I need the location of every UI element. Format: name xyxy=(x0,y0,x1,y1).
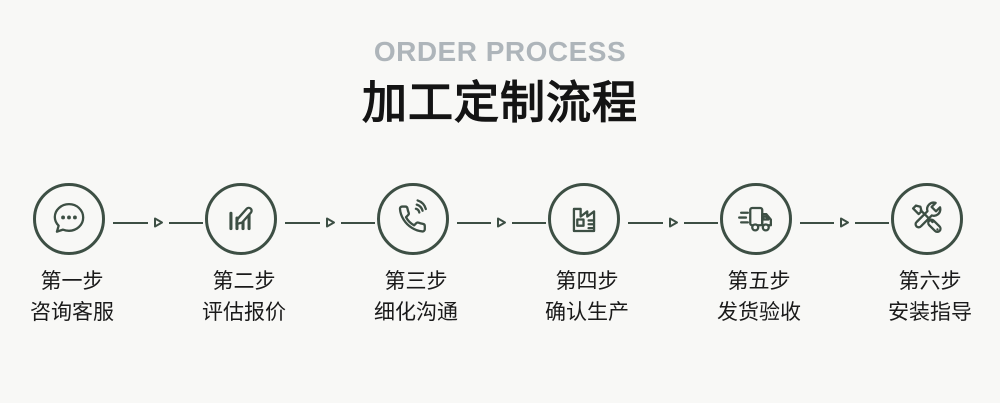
connector-line xyxy=(855,221,889,224)
connector-line xyxy=(457,221,491,224)
step-2-circle xyxy=(205,183,277,255)
tools-icon xyxy=(911,201,942,234)
arrow-right-icon xyxy=(153,217,163,228)
step-4-circle xyxy=(548,183,620,255)
step-1-number: 第一步 xyxy=(40,270,104,293)
page-title: 加工定制流程 xyxy=(361,77,638,128)
chat-bubble-icon xyxy=(53,202,85,233)
step-6-circle xyxy=(891,183,963,255)
step-6-text: 安装指导 xyxy=(888,301,972,324)
step-6-number: 第六步 xyxy=(898,270,962,293)
step-1-circle xyxy=(33,183,105,255)
phone-call-icon xyxy=(398,199,427,233)
connector-3 xyxy=(457,216,546,229)
chart-pencil-icon xyxy=(229,206,253,231)
step-3-label: 第三步 细化沟通 xyxy=(331,266,501,328)
arrow-right-icon xyxy=(497,217,506,228)
connector-line xyxy=(340,221,375,224)
step-6-label: 第六步 安装指导 xyxy=(845,266,1000,328)
connector-1 xyxy=(113,216,203,229)
step-2-number: 第二步 xyxy=(212,270,276,293)
step-1-text: 咨询客服 xyxy=(30,301,114,324)
step-2-label: 第二步 评估报价 xyxy=(159,266,329,328)
connector-line xyxy=(683,221,718,224)
arrow-right-icon xyxy=(325,217,335,228)
connector-line xyxy=(512,221,546,224)
connector-line xyxy=(800,221,834,224)
arrow-right-icon xyxy=(840,217,849,228)
delivery-truck-icon xyxy=(738,206,773,232)
connector-5 xyxy=(800,216,889,229)
step-3-number: 第三步 xyxy=(384,270,448,293)
page-subtitle: ORDER PROCESS xyxy=(373,36,627,67)
step-5-number: 第五步 xyxy=(727,270,791,293)
connector-4 xyxy=(628,216,718,229)
step-4-number: 第四步 xyxy=(555,270,619,293)
connector-2 xyxy=(285,216,375,229)
step-3-circle xyxy=(377,183,449,255)
step-5-label: 第五步 发货验收 xyxy=(674,266,844,328)
step-4-label: 第四步 确认生产 xyxy=(502,266,672,328)
connector-line xyxy=(168,221,203,224)
connector-line xyxy=(113,221,148,224)
connector-line xyxy=(628,221,663,224)
step-4-text: 确认生产 xyxy=(545,301,629,324)
step-5-text: 发货验收 xyxy=(717,301,801,324)
step-1-label: 第一步 咨询客服 xyxy=(0,266,157,328)
factory-icon xyxy=(572,207,596,233)
step-2-text: 评估报价 xyxy=(202,301,286,324)
step-5-circle xyxy=(720,183,792,255)
arrow-right-icon xyxy=(668,217,678,228)
connector-line xyxy=(285,221,320,224)
step-3-text: 细化沟通 xyxy=(374,301,458,324)
